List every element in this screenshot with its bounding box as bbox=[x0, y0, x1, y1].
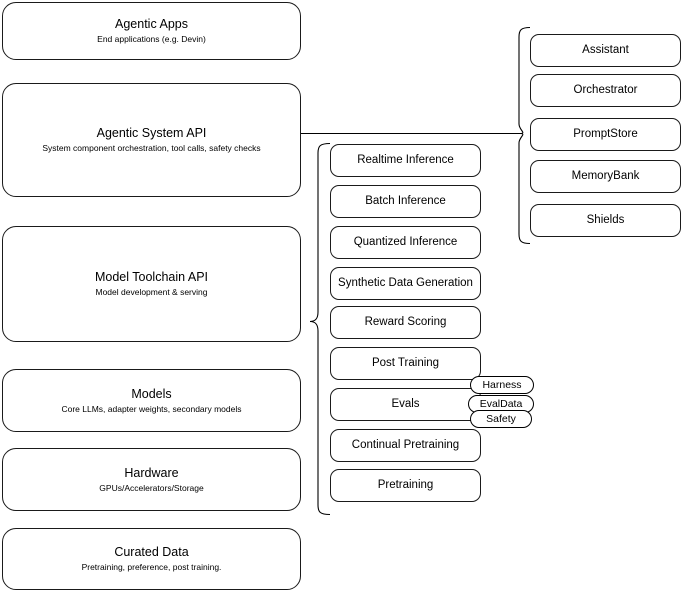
item-label: Orchestrator bbox=[573, 84, 638, 96]
toolchain-item-reward-scoring[interactable]: Reward Scoring bbox=[330, 306, 481, 339]
chip-label: EvalData bbox=[479, 397, 523, 410]
toolchain-item-post-training[interactable]: Post Training bbox=[330, 347, 481, 380]
item-label: Synthetic Data Generation bbox=[338, 277, 473, 289]
layer-subtitle: Pretraining, preference, post training. bbox=[81, 562, 222, 572]
system-item-memorybank[interactable]: MemoryBank bbox=[530, 160, 681, 193]
evals-chip-safety[interactable]: Safety bbox=[470, 410, 532, 428]
layer-title: Agentic Apps bbox=[115, 17, 188, 31]
layer-agentic-system-api[interactable]: Agentic System API System component orch… bbox=[2, 83, 301, 197]
item-label: Realtime Inference bbox=[357, 154, 454, 166]
layer-hardware[interactable]: Hardware GPUs/Accelerators/Storage bbox=[2, 448, 301, 511]
layer-title: Models bbox=[131, 386, 172, 401]
item-label: Post Training bbox=[371, 357, 440, 369]
chip-label: Safety bbox=[486, 412, 516, 425]
toolchain-item-continual-pretraining[interactable]: Continual Pretraining bbox=[330, 429, 481, 462]
item-label: MemoryBank bbox=[571, 170, 640, 182]
system-item-promptstore[interactable]: PromptStore bbox=[530, 118, 681, 151]
evals-chip-harness[interactable]: Harness bbox=[470, 376, 534, 394]
toolchain-item-batch-inference[interactable]: Batch Inference bbox=[330, 185, 481, 218]
chip-label: Harness bbox=[482, 378, 522, 391]
layer-title: Agentic System API bbox=[96, 126, 207, 140]
layer-model-toolchain-api[interactable]: Model Toolchain API Model development & … bbox=[2, 226, 301, 342]
bracket-system bbox=[518, 26, 531, 245]
layer-subtitle: End applications (e.g. Devin) bbox=[97, 34, 206, 44]
layer-subtitle: GPUs/Accelerators/Storage bbox=[99, 482, 204, 493]
layer-agentic-apps[interactable]: Agentic Apps End applications (e.g. Devi… bbox=[2, 2, 301, 60]
system-item-orchestrator[interactable]: Orchestrator bbox=[530, 74, 681, 107]
item-label: Quantized Inference bbox=[353, 236, 458, 248]
layer-title: Model Toolchain API bbox=[94, 270, 209, 284]
system-item-shields[interactable]: Shields bbox=[530, 204, 681, 237]
item-label: Continual Pretraining bbox=[351, 439, 460, 451]
item-label: Pretraining bbox=[377, 479, 434, 491]
layer-title: Hardware bbox=[124, 465, 179, 480]
bracket-toolchain bbox=[309, 142, 331, 516]
toolchain-item-quantized-inference[interactable]: Quantized Inference bbox=[330, 226, 481, 259]
item-label: Evals bbox=[391, 398, 420, 410]
layer-title: Curated Data bbox=[114, 545, 189, 559]
toolchain-item-pretraining[interactable]: Pretraining bbox=[330, 469, 481, 502]
layer-subtitle: System component orchestration, tool cal… bbox=[42, 143, 261, 153]
toolchain-item-realtime-inference[interactable]: Realtime Inference bbox=[330, 144, 481, 177]
item-label: Reward Scoring bbox=[364, 316, 447, 328]
layer-models[interactable]: Models Core LLMs, adapter weights, secon… bbox=[2, 369, 301, 432]
layer-subtitle: Core LLMs, adapter weights, secondary mo… bbox=[61, 403, 242, 414]
item-label: Shields bbox=[586, 214, 625, 226]
layer-curated-data[interactable]: Curated Data Pretraining, preference, po… bbox=[2, 528, 301, 590]
item-label: Assistant bbox=[582, 44, 629, 56]
layer-subtitle: Model development & serving bbox=[95, 287, 208, 297]
toolchain-item-evals[interactable]: Evals bbox=[330, 388, 481, 421]
toolchain-item-synthetic-data-generation[interactable]: Synthetic Data Generation bbox=[330, 267, 481, 300]
system-item-assistant[interactable]: Assistant bbox=[530, 34, 681, 67]
item-label: Batch Inference bbox=[365, 195, 446, 207]
item-label: PromptStore bbox=[573, 128, 638, 140]
